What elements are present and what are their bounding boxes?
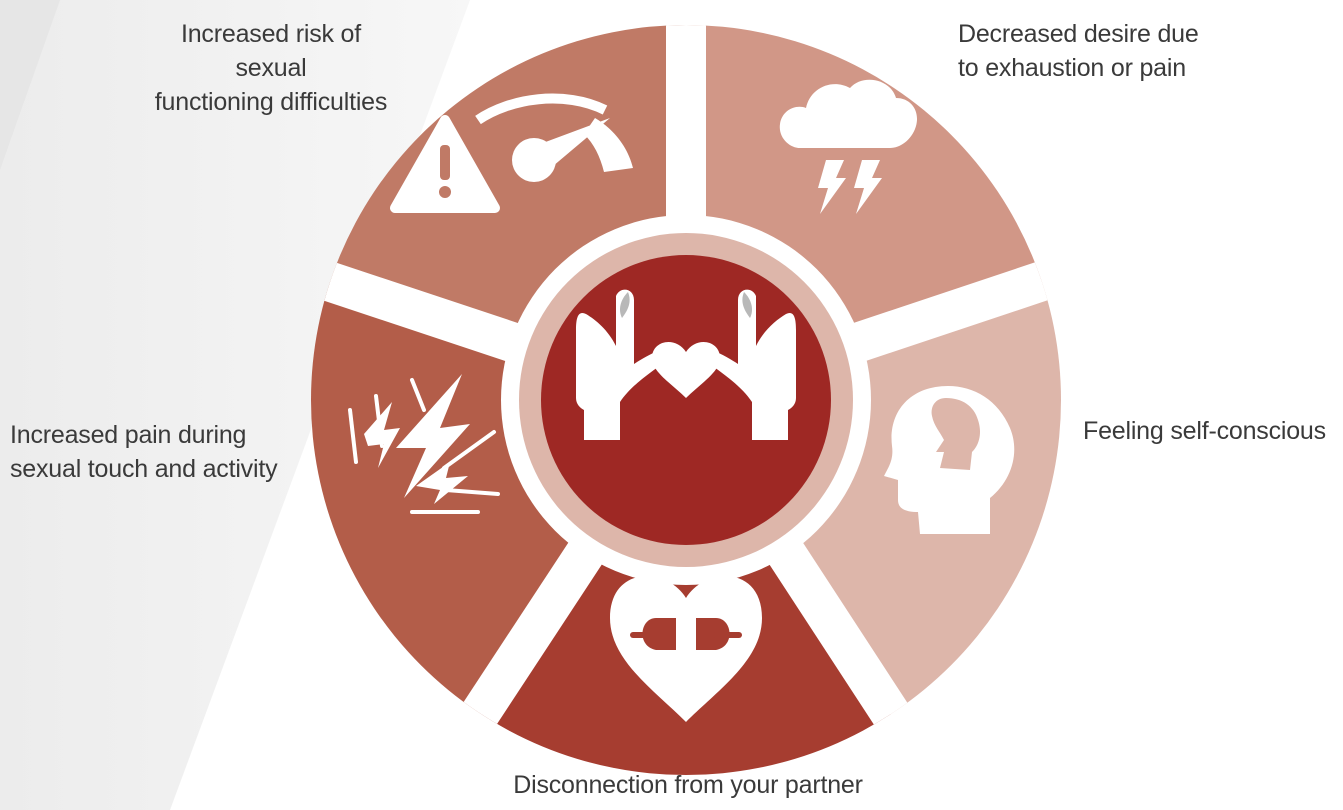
label-pain-line1: Increased pain during [10,421,247,449]
label-pain: Increased pain during sexual touch and a… [10,418,310,486]
label-risk: Increased risk of sexual functioning dif… [146,17,396,119]
label-disconnection-line1: Disconnection from your partner [513,771,863,799]
center-disk [541,255,831,545]
label-desire-line1: Decreased desire due [958,20,1199,48]
label-risk-line1: Increased risk of sexual [180,20,361,82]
hands-holding-heart-icon [576,289,796,440]
head-silhouette-icon [884,386,1015,534]
lightning-pain-icon [348,374,500,514]
label-pain-line2: sexual touch and activity [10,455,278,483]
label-self-conscious-line1: Feeling self-conscious [1083,417,1326,445]
label-desire-line2: to exhaustion or pain [958,54,1186,82]
unplugged-heart-icon [610,576,762,722]
label-risk-line2: functioning difficulties [154,88,388,116]
label-disconnection: Disconnection from your partner [508,768,868,802]
label-self-conscious: Feeling self-conscious [1083,414,1343,448]
storm-cloud-icon [779,79,918,214]
label-desire: Decreased desire due to exhaustion or pa… [958,17,1238,85]
warning-gauge-icon [390,93,633,213]
